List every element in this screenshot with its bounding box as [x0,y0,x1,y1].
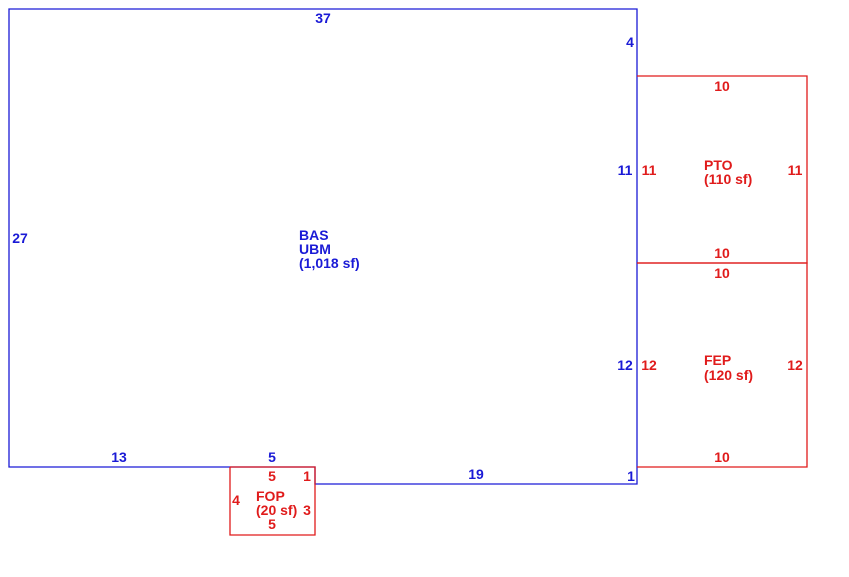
dim-fep-top: 10 [714,265,730,281]
dim-pto-left: 11 [642,162,657,178]
dim-fop-top: 5 [268,468,276,484]
dim-fop-bottom: 5 [268,516,276,532]
dim-fop-right: 3 [303,502,311,518]
fop-outline [229,466,316,536]
pto-code: PTO [704,157,733,173]
dim-bas-bottom-fop: 5 [268,449,276,465]
dim-bas-left: 27 [12,230,28,246]
dim-bas-right-fep: 12 [617,357,633,373]
fep-area: (120 sf) [704,367,753,383]
dim-bas-top: 37 [315,10,331,26]
dim-fep-bottom: 10 [714,449,730,465]
dim-bas-right-pto: 11 [618,162,633,178]
dim-fop-left: 4 [232,492,240,508]
pto-area-label: PTO (110 sf) [704,157,752,187]
fep-outline [637,262,808,468]
dim-bas-right-lower: 1 [627,468,635,484]
dim-pto-bottom: 10 [714,245,730,261]
dim-bas-bottom-right: 19 [468,466,484,482]
fep-code: FEP [704,352,731,368]
fep-area-label: FEP (120 sf) [704,352,753,383]
dim-bas-bottom-left: 13 [111,449,127,465]
bas-subcode: UBM [299,241,331,257]
dim-fop-right-upper: 1 [303,468,311,484]
fop-area-label: FOP (20 sf) [256,488,297,518]
bas-code: BAS [299,227,329,243]
fop-area: (20 sf) [256,502,297,518]
dim-pto-right: 11 [788,162,803,178]
bas-area-label: BAS UBM (1,018 sf) [299,227,360,271]
dim-fep-left: 12 [641,357,657,373]
bas-area: (1,018 sf) [299,255,360,271]
pto-area: (110 sf) [704,171,752,187]
fop-code: FOP [256,488,285,504]
dim-pto-top: 10 [714,78,730,94]
dim-fep-right: 12 [787,357,803,373]
dim-bas-right-upper: 4 [626,34,634,50]
